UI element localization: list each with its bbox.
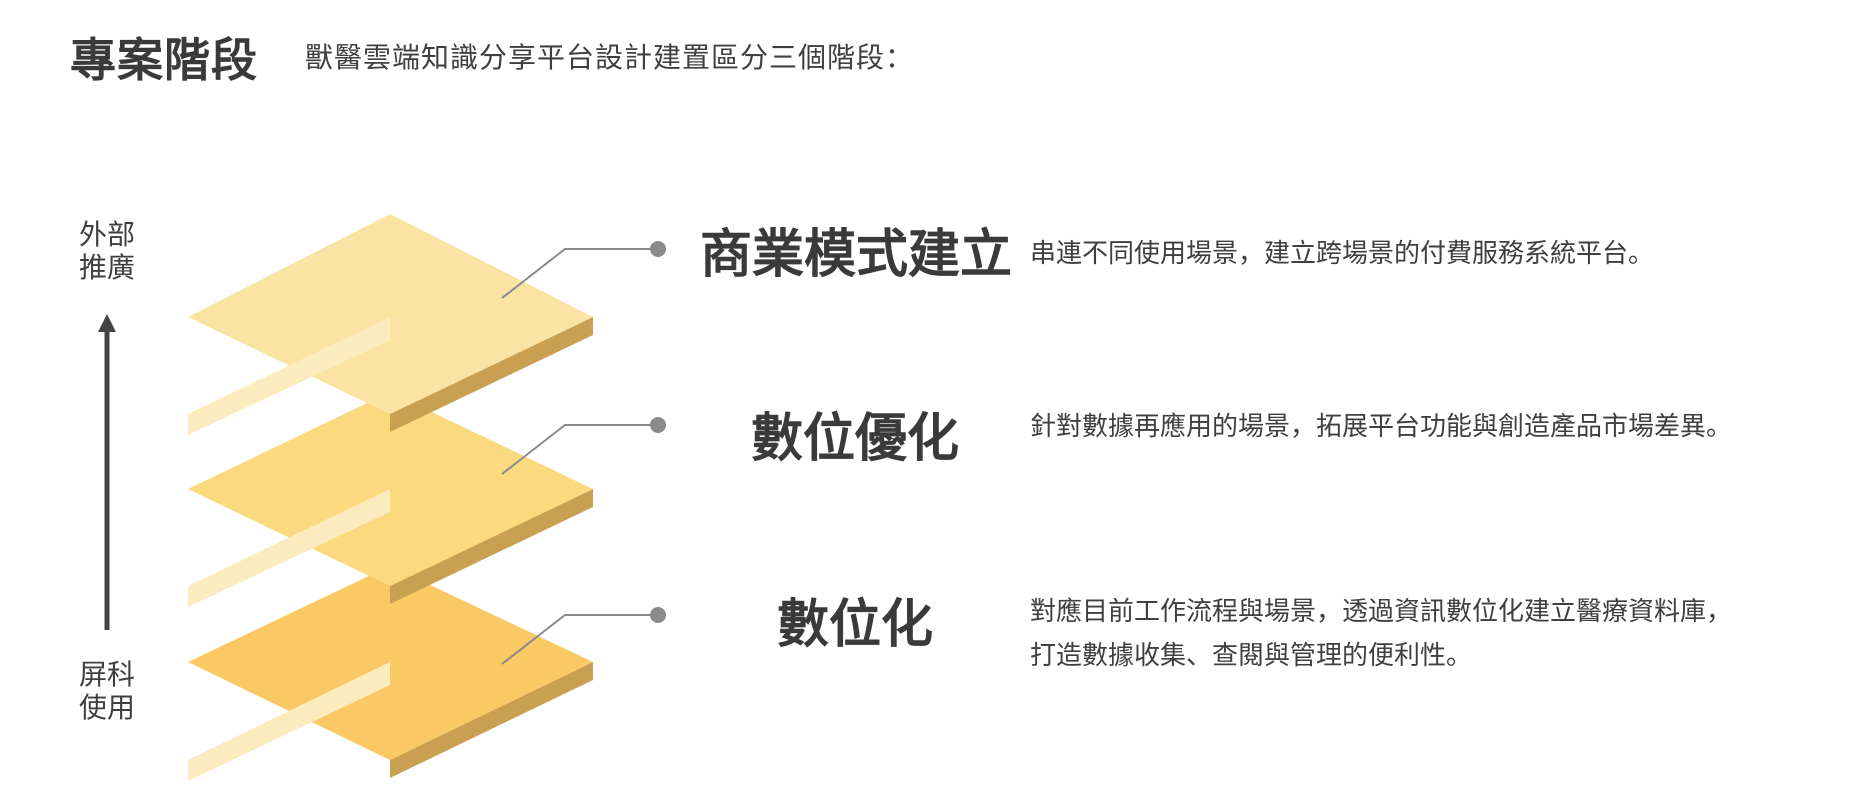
stage-desc-digitization-line2: 打造數據收集、查閱與管理的便利性。 — [1030, 641, 1473, 671]
connector-dot-bottom — [650, 607, 666, 623]
layer-top — [188, 214, 666, 435]
axis-bottom-label-line1: 屏科 — [78, 658, 135, 691]
layer-bottom — [188, 566, 666, 781]
layer-bottom-strip — [188, 662, 390, 781]
layer-bottom-top — [188, 566, 593, 760]
stage-desc-digital-optimization-line1: 針對數據再應用的場景，拓展平台功能與創造產品市場差異。 — [1030, 412, 1733, 442]
stage-desc-digitization-line1: 對應目前工作流程與場景，透過資訊數位化建立醫療資料庫， — [1030, 597, 1733, 627]
page-title: 專案階段 — [70, 33, 258, 87]
layer-middle-side — [390, 489, 593, 604]
stage-desc-business-model-line1: 串連不同使用場景，建立跨場景的付費服務系統平台。 — [1030, 239, 1655, 269]
stage-title-business-model: 商業模式建立 — [700, 225, 1013, 285]
connector-line-bottom — [501, 614, 658, 665]
axis-top-label-line1: 外部 — [78, 218, 135, 251]
stage-desc-business-model: 串連不同使用場景，建立跨場景的付費服務系統平台。 — [1030, 232, 1654, 276]
stage-title-digital-optimization: 數位優化 — [750, 409, 959, 469]
layer-middle-strip — [188, 489, 390, 607]
connector-dot-middle — [650, 417, 666, 433]
axis-bottom-label: 屏科 使用 — [67, 658, 147, 724]
layer-top-strip — [188, 317, 390, 435]
layer-top-side — [390, 317, 593, 432]
layer-bottom-side — [390, 662, 593, 778]
layer-middle — [188, 392, 666, 607]
stage-desc-digital-optimization: 針對數據再應用的場景，拓展平台功能與創造產品市場差異。 — [1030, 405, 1732, 449]
axis-top-label: 外部 推廣 — [67, 218, 147, 284]
connector-line-middle — [501, 424, 658, 475]
axis-top-label-line2: 推廣 — [78, 251, 135, 284]
layer-top-top — [188, 214, 593, 414]
connector-line-top — [501, 248, 658, 299]
stage-desc-digitization: 對應目前工作流程與場景，透過資訊數位化建立醫療資料庫， 打造數據收集、查閱與管理… — [1030, 590, 1732, 678]
axis-bottom-label-line2: 使用 — [78, 691, 135, 724]
page-subtitle: 獸醫雲端知識分享平台設計建置區分三個階段： — [305, 41, 915, 74]
layer-middle-top — [188, 392, 593, 586]
connector-dot-top — [650, 241, 666, 257]
stage-title-digitization: 數位化 — [776, 595, 933, 655]
progress-arrow-head — [98, 314, 116, 332]
